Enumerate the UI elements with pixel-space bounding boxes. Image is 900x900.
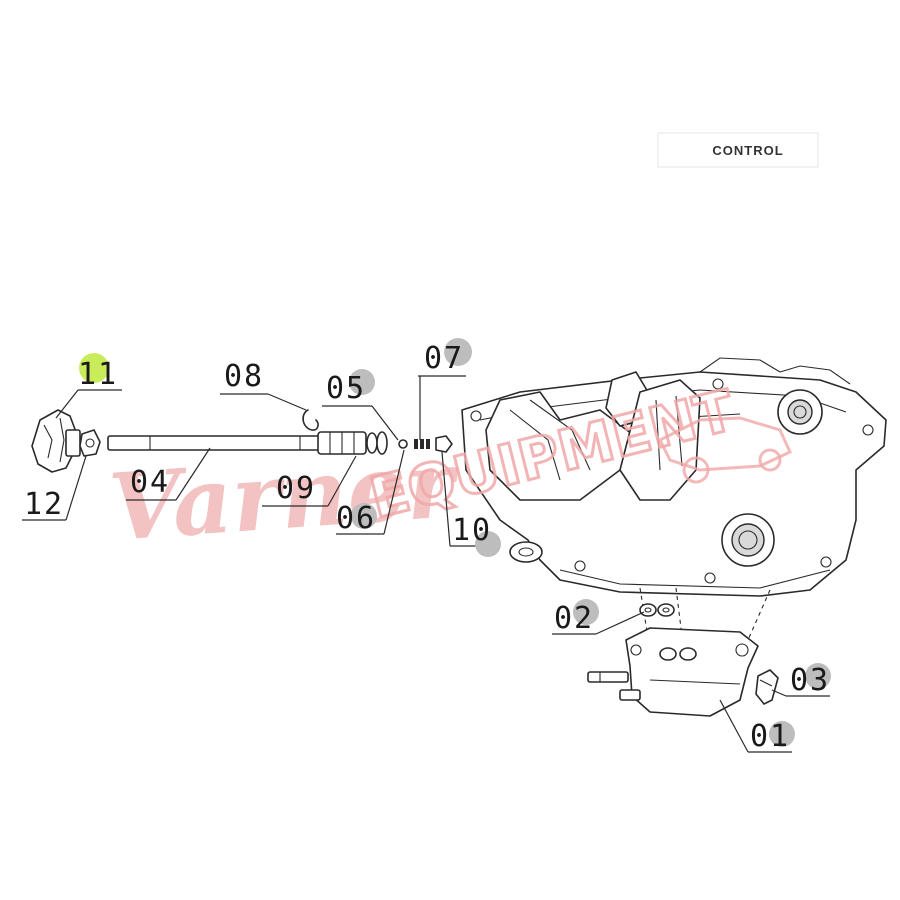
bolt-part [755,669,779,705]
seal-parts [366,431,408,455]
marker-dot [444,338,472,366]
part-label-02[interactable]: 02 [554,599,599,636]
clip-part [302,409,319,431]
part-number: 05 [326,371,366,406]
watermark-script: Varner [106,430,464,562]
part-number: 04 [130,465,170,500]
part-label-04[interactable]: 04 [130,465,170,500]
marker-dot [769,721,795,747]
part-number: 01 [750,719,790,754]
highlight-marker [79,353,109,383]
knob-part [31,409,81,473]
part-label-05[interactable]: 05 [326,369,375,406]
part-number: 10 [452,513,492,548]
part-label-12[interactable]: 12 [24,487,64,522]
shaft-part [107,431,367,455]
part-label-03[interactable]: 03 [790,663,831,698]
marker-dot [475,531,501,557]
valve-part [435,435,453,453]
part-number: 11 [78,357,118,392]
part-number: 06 [336,501,376,536]
part-label-08[interactable]: 08 [224,359,264,394]
nut-part [79,429,101,457]
marker-dot [573,599,599,625]
part-labels: 11 12 04 08 09 05 06 07 10 [24,338,831,754]
part-label-06[interactable]: 06 [336,501,377,536]
title-box: CONTROL [657,132,819,168]
part-label-10[interactable]: 10 [452,513,501,557]
alignment-lines [639,587,771,653]
marker-dot [349,369,375,395]
part-label-07[interactable]: 07 [424,338,472,376]
washer-parts [639,603,675,617]
diagram-title: CONTROL [712,143,783,158]
marker-dot [805,663,831,689]
part-label-09[interactable]: 09 [276,471,316,506]
leader-lines [22,375,830,753]
part-number: 09 [276,471,316,506]
part-label-01[interactable]: 01 [750,719,795,754]
part-number: 07 [424,341,464,376]
housing-part [461,357,887,597]
spring-part [414,439,430,449]
marker-dot [351,503,377,529]
part-number: 08 [224,359,264,394]
part-number: 02 [554,601,594,636]
part-number: 03 [790,663,830,698]
part-number: 12 [24,487,64,522]
valve-block-part [587,627,759,717]
part-label-11[interactable]: 11 [78,353,118,392]
